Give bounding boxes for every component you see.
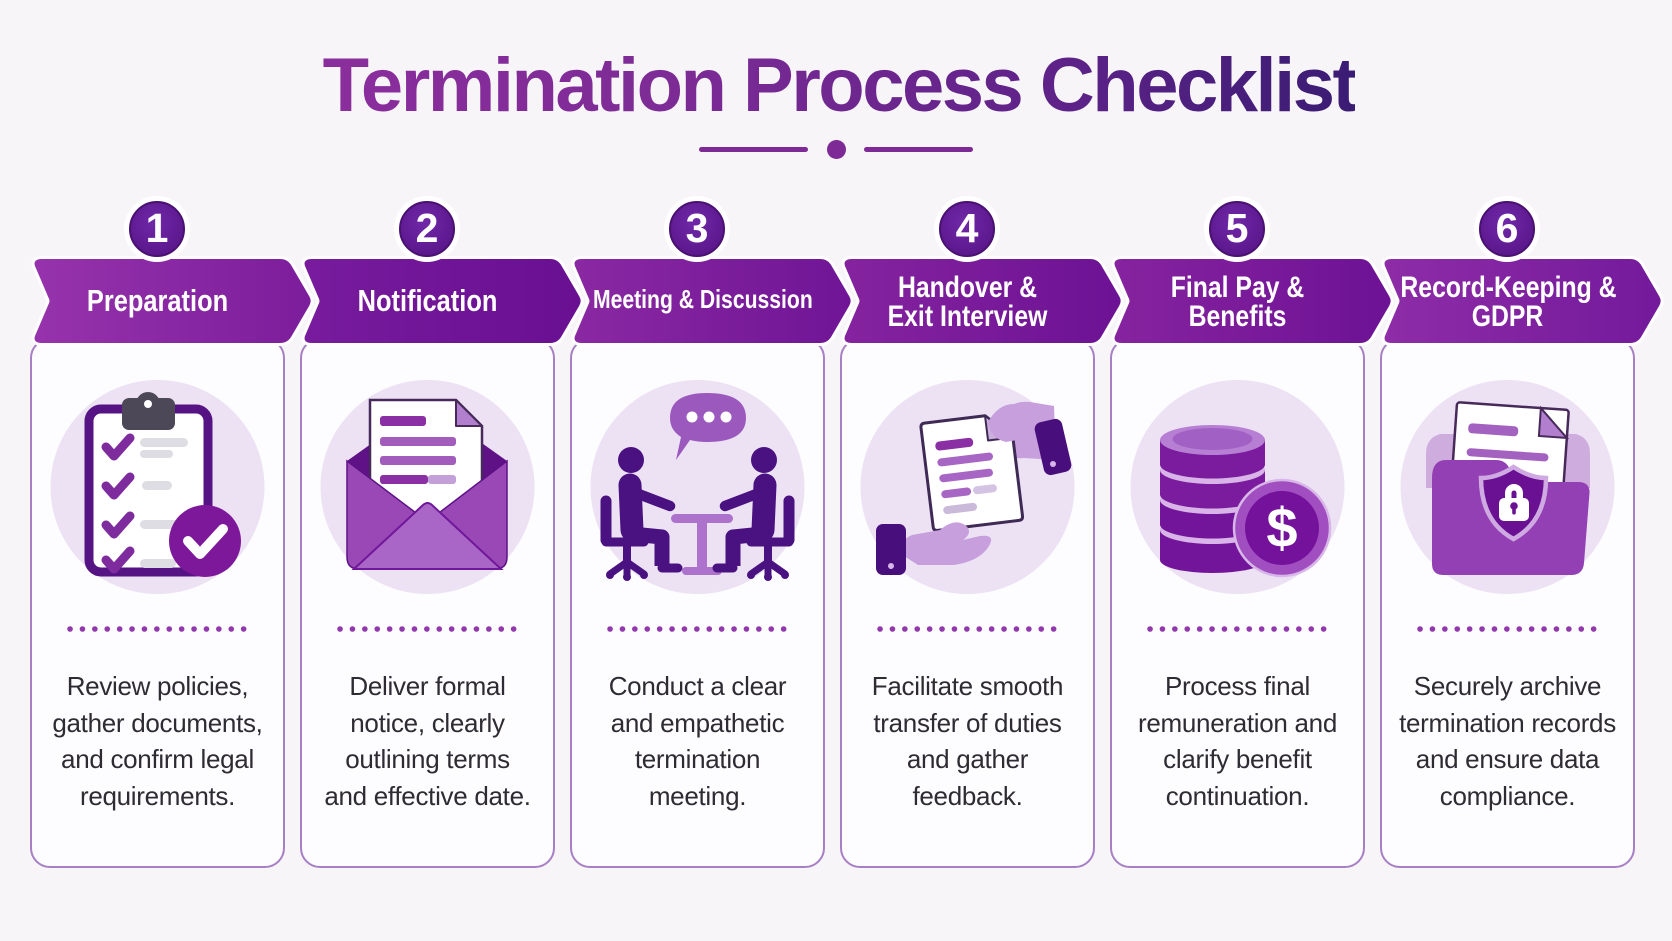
svg-text:$: $	[1266, 496, 1297, 559]
